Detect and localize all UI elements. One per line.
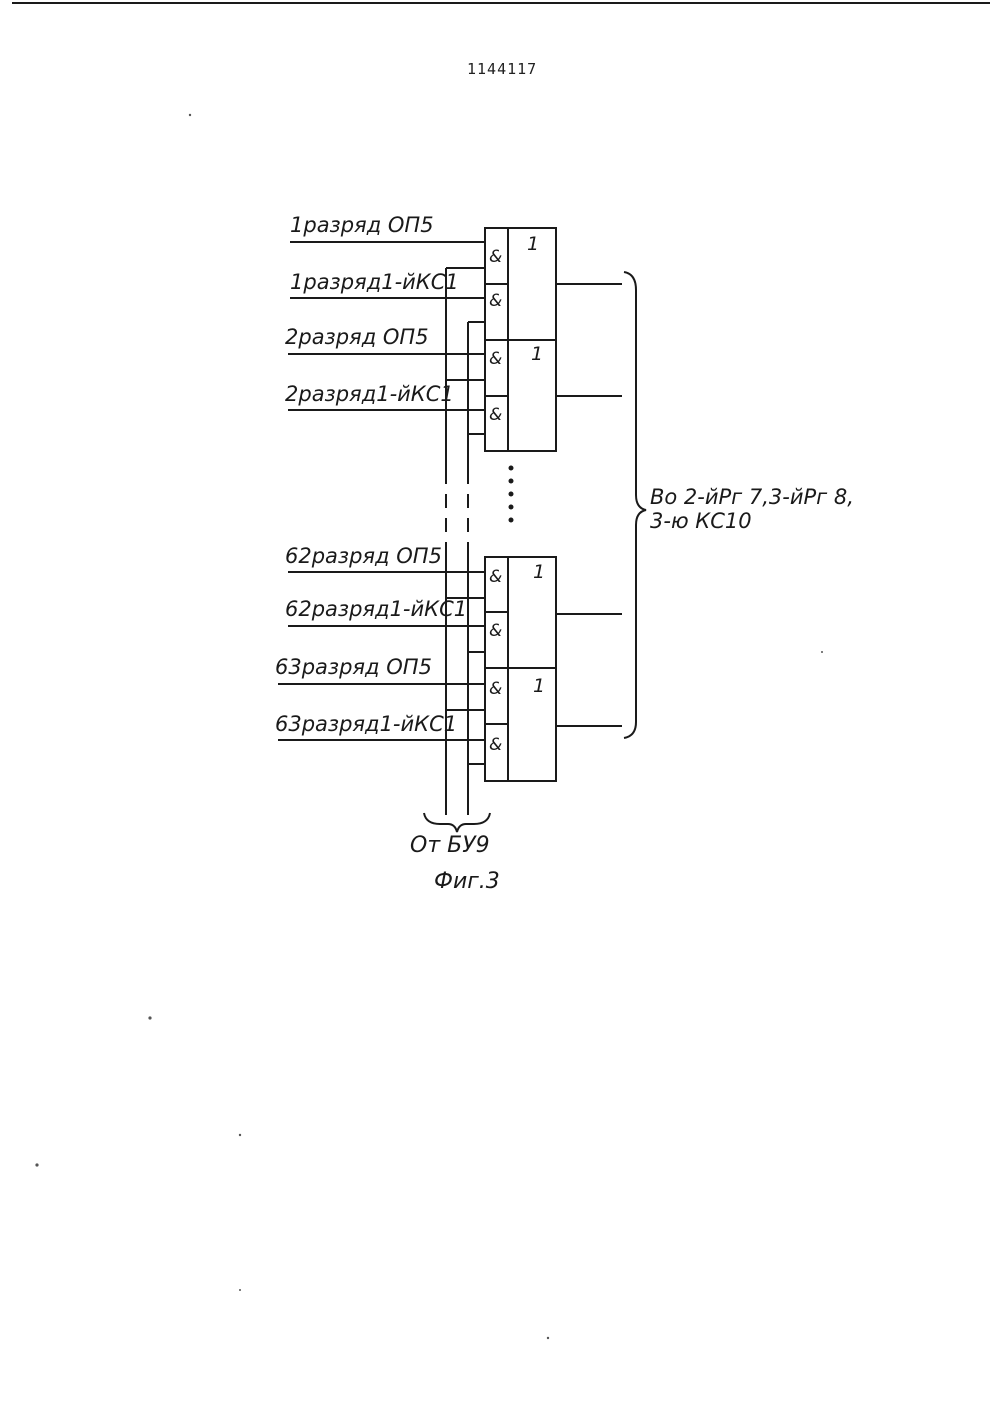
input-label-63-op5: 63разряд ОП5 [275,655,432,679]
and-gate-symbol: & [489,735,502,755]
output-destination-line1: Во 2-йРг 7,3-йРг 8, [650,485,854,509]
and-gate-symbol: & [489,291,502,311]
input-label-63-ks1: 63разряд1-йКС1 [275,712,457,736]
output-destination-line2: 3-ю КС10 [650,509,752,533]
and-gate-symbol: & [489,247,502,267]
or-gate-symbol: 1 [527,233,539,255]
or-gate-symbol: 1 [531,343,543,365]
output-brace [624,272,646,738]
output-wires [556,284,622,726]
and-gate-symbol: & [489,621,502,641]
input-label-1-ks1: 1разряд1-йКС1 [290,270,459,294]
and-gate-symbol: & [489,567,502,587]
or-gate-symbol: 1 [533,675,545,697]
input-label-1-op5: 1разряд ОП5 [290,213,434,237]
input-label-2-ks1: 2разряд1-йКС1 [285,382,454,406]
patent-number: 1144117 [467,60,537,78]
and-gate-symbol: & [489,679,502,699]
control-source-label: От БУ9 [410,833,490,858]
and-gate-symbol: & [489,405,502,425]
and-gate-symbol: & [489,349,502,369]
or-gate-symbol: 1 [533,561,545,583]
input-label-2-op5: 2разряд ОП5 [285,325,429,349]
figure-caption: Фиг.3 [434,869,500,894]
input-label-62-ks1: 62разряд1-йКС1 [285,597,467,621]
control-brace [424,813,490,832]
continuation-dots [509,466,514,523]
input-label-62-op5: 62разряд ОП5 [285,544,442,568]
